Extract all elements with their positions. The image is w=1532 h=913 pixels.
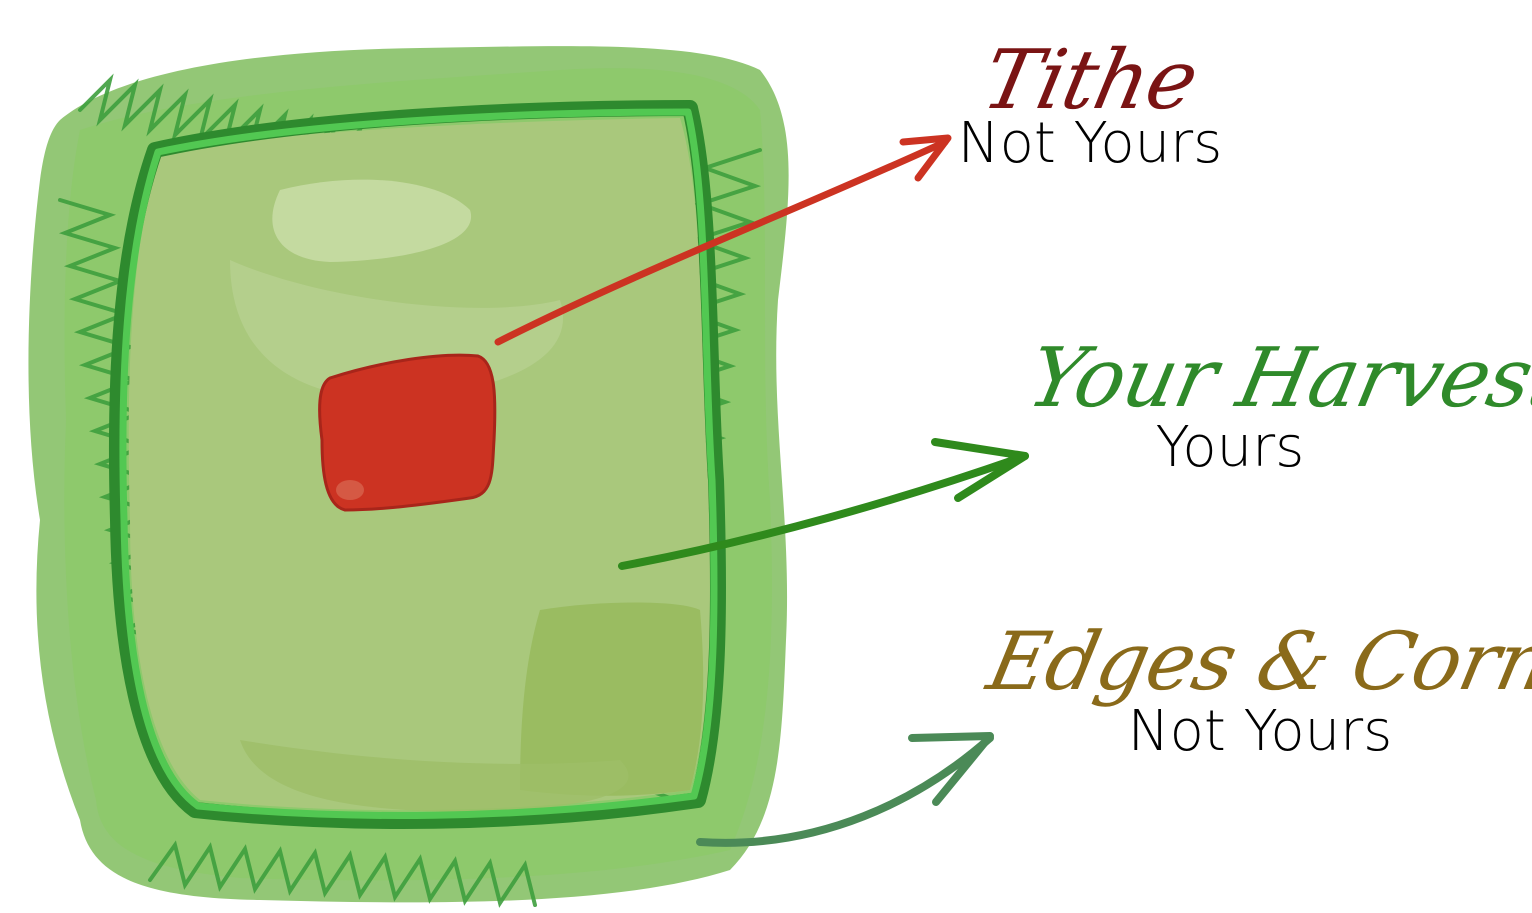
harvest-subtitle: Yours <box>1155 415 1305 480</box>
edges-subtitle: Not Yours <box>1127 699 1393 764</box>
field <box>28 46 789 908</box>
tithe-patch <box>318 353 497 512</box>
hedge-boundary-bright <box>119 108 718 819</box>
label-tithe: Tithe Not Yours <box>940 33 1240 176</box>
tithe-subtitle: Not Yours <box>957 111 1223 176</box>
edges-title: Edges & Corners <box>980 615 1532 708</box>
field-inner-bottom-shade <box>240 740 629 812</box>
harvest-title: Your Harvest <box>1020 331 1532 426</box>
tithe-patch-shine <box>336 480 364 500</box>
tithe-title: Tithe <box>974 33 1206 128</box>
label-harvest: Your Harvest Yours <box>1020 331 1532 480</box>
arrow-edges <box>696 732 994 847</box>
arrow-tithe <box>494 134 952 346</box>
field-inner-dark-corner <box>520 602 704 796</box>
field-inner-highlight <box>272 179 472 262</box>
label-edges: Edges & Corners Not Yours <box>980 615 1532 764</box>
arrow-harvest <box>618 438 1029 570</box>
hedge-boundary-dark <box>108 100 727 829</box>
